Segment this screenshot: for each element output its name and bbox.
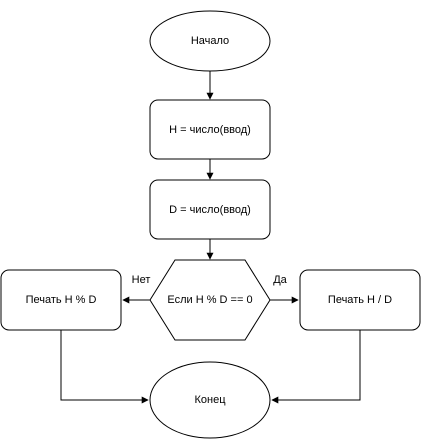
edge-print-mod-to-end (60, 330, 149, 404)
print-mod-node: Печать H % D (0, 269, 122, 331)
branch-no-label: Нет (132, 274, 151, 286)
condition-node: Если H % D == 0 (149, 259, 271, 341)
edge-print-div-to-end (271, 330, 361, 404)
start-label: Начало (191, 35, 229, 47)
print-div-node: Печать H / D (299, 269, 421, 331)
start-node: Начало (149, 10, 271, 72)
input-h-node: H = число(ввод) (149, 99, 271, 160)
edges (60, 71, 361, 404)
branch-yes-label: Да (273, 274, 287, 286)
input-d-node: D = число(ввод) (149, 179, 271, 240)
condition-label: Если H % D == 0 (167, 294, 252, 306)
input-d-label: D = число(ввод) (169, 204, 251, 216)
print-mod-label: Печать H % D (26, 294, 97, 306)
print-div-label: Печать H / D (328, 294, 392, 306)
end-label: Конец (194, 394, 226, 406)
input-h-label: H = число(ввод) (169, 124, 251, 136)
end-node: Конец (149, 361, 271, 439)
